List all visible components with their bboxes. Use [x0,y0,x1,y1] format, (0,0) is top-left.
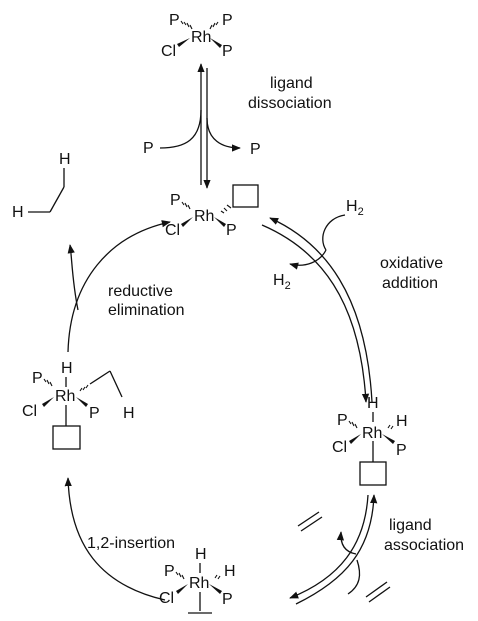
vacant-site-box [232,184,259,208]
atom-p: P [164,563,175,580]
label-ligand-dissociation-1: ligand [270,75,313,92]
atom-cl: Cl [159,590,174,607]
label-reductive-1: reductive [108,283,173,300]
rh-complex-bottom: H P Rh H Cl P [159,546,236,614]
atom-cl: Cl [22,403,37,420]
rh-complex-top: P P Rh Cl P [161,12,233,60]
ethane-molecule: H H [12,151,71,221]
reductive-elimination-arrow [67,220,171,353]
atom-p: P [170,192,181,209]
label-ligand-dissociation-2: dissociation [248,95,332,112]
atom-h: H [123,405,135,422]
label-oxidative-1: oxidative [380,255,443,272]
equilibrium-arrows: P P [143,63,261,189]
rh-complex-vacant: P Rh Cl P [165,184,259,239]
atom-p: P [89,405,100,422]
atom-h: H [224,563,236,580]
atom-p: P [32,370,43,387]
atom-p: P [222,43,233,60]
atom-p: P [222,591,233,608]
rh-complex-alkyl: P H Rh H Cl P [22,360,135,450]
rh-complex-dihydride: H P Rh H Cl P [332,395,408,486]
atom-rh: Rh [362,425,382,442]
atom-rh: Rh [191,29,211,46]
atom-p: P [250,141,261,158]
atom-p: P [226,222,237,239]
atom-h: H [195,546,207,563]
atom-h: H [59,151,71,168]
label-reductive-2: elimination [108,302,184,319]
atom-h: H [12,204,24,221]
atom-rh: Rh [189,575,209,592]
h2-product: H2 [273,272,291,292]
atom-cl: Cl [332,439,347,456]
label-insertion: 1,2-insertion [87,535,175,552]
atom-rh: Rh [194,208,214,225]
atom-p: P [143,140,154,157]
atom-h: H [61,360,73,377]
atom-cl: Cl [165,222,180,239]
atom-cl: Cl [161,43,176,60]
atom-p: P [337,412,348,429]
vacant-site-box [52,425,81,450]
ethane-release-arrow [67,244,79,311]
atom-h: H [367,395,379,412]
ethylene-molecule [297,511,323,532]
label-oxidative-2: addition [382,275,438,292]
atom-p: P [222,12,233,29]
atom-h: H [396,413,408,430]
label-ligand-association-1: ligand [389,517,432,534]
oxidative-addition-arrows: H2 H2 [261,198,373,403]
atom-p: P [169,12,180,29]
insertion-arrow [64,477,166,601]
atom-p: P [396,442,407,459]
ethylene-molecule [365,581,391,603]
ligand-association-arrows [289,494,378,605]
vacant-site-box [359,461,387,486]
atom-rh: Rh [55,388,75,405]
label-ligand-association-2: association [384,537,464,554]
h2-reactant: H2 [346,198,364,218]
